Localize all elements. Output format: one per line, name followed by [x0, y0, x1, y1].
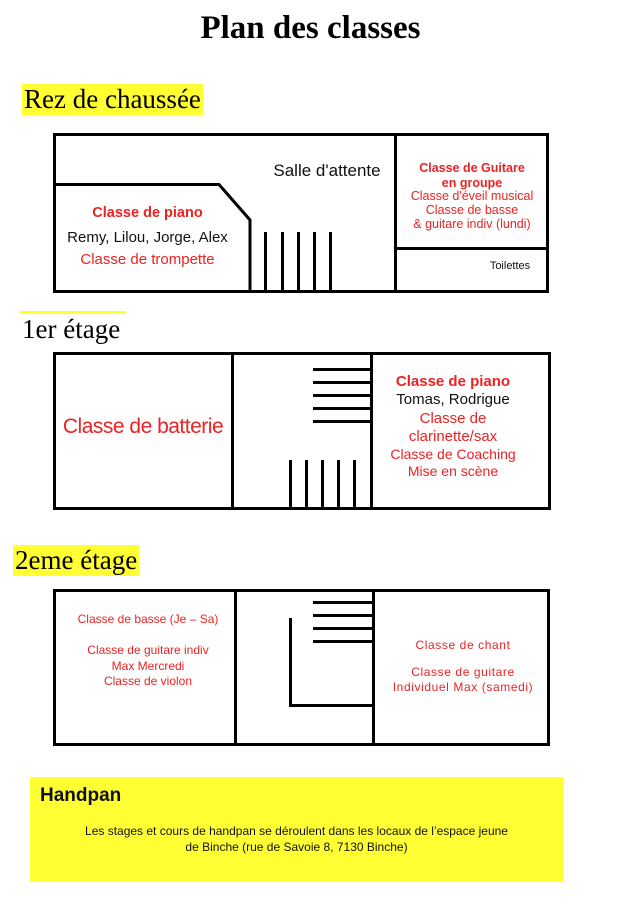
- page-title: Plan des classes: [200, 10, 421, 46]
- first-wall-right: [370, 352, 373, 510]
- second-stair-step: [313, 601, 373, 604]
- ground-right-line: en groupe: [441, 176, 503, 190]
- ground-wall-toilets: [394, 247, 549, 250]
- first-right-line: Classe de: [419, 410, 487, 427]
- first-stair-step: [321, 460, 324, 510]
- second-stair-step: [313, 640, 373, 643]
- ground-floor-plan: [53, 133, 549, 293]
- second-wall-right: [372, 589, 375, 746]
- ground-right-line: & guitare indiv (lundi): [413, 217, 531, 231]
- ground-right-line: Classe de basse: [425, 203, 519, 217]
- second-left-line: Classe de violon: [103, 674, 193, 688]
- handpan-text-line: Les stages et cours de handpan se déroul…: [85, 824, 508, 838]
- second-stair-step: [313, 614, 373, 617]
- first-wall-left: [231, 352, 234, 510]
- ground-stair-step: [313, 232, 316, 290]
- ground-wall-piano: [53, 183, 213, 186]
- handpan-title: Handpan: [40, 785, 122, 806]
- first-right-line: clarinette/sax: [408, 428, 498, 445]
- handpan-text-line: de Binche (rue de Savoie 8, 7130 Binche): [185, 840, 408, 854]
- first-stair-step: [289, 460, 292, 510]
- ground-wall-diagonal: [211, 183, 252, 292]
- first-right-line: Classe de Coaching: [390, 446, 516, 462]
- first-right-line: Classe de piano: [395, 373, 511, 390]
- handpan-panel: [30, 777, 563, 882]
- second-left-line: Classe de guitare indiv: [87, 643, 209, 657]
- first-floor-plan: [53, 352, 551, 510]
- first-stair-step: [313, 381, 371, 384]
- ground-wall-right: [394, 133, 397, 293]
- first-stair-step: [313, 368, 371, 371]
- floor-label-first: 1er étage: [22, 314, 121, 344]
- second-stair-rail: [289, 618, 292, 706]
- first-stair-step: [353, 460, 356, 510]
- second-right-line: Individuel Max (samedi): [392, 680, 534, 694]
- ground-stair-step: [329, 232, 332, 290]
- first-stair-step: [305, 460, 308, 510]
- waiting-room-label: Salle d'attente: [273, 161, 381, 180]
- first-right-line: Mise en scène: [407, 463, 499, 479]
- first-stair-step: [313, 407, 371, 410]
- second-right-line: Classe de chant: [415, 638, 511, 652]
- floor-label-ground: Rez de chaussée: [22, 84, 203, 115]
- ground-right-line: Classe d'éveil musical: [410, 189, 534, 203]
- second-stair-step: [313, 627, 373, 630]
- ground-left-line: Remy, Lilou, Jorge, Alex: [67, 229, 228, 246]
- first-stair-step: [313, 420, 371, 423]
- first-right-line: Tomas, Rodrigue: [396, 391, 510, 408]
- ground-stair-step: [297, 232, 300, 290]
- floor-label-second: 2eme étage: [13, 545, 140, 576]
- ground-stair-step: [281, 232, 284, 290]
- second-wall-left: [234, 589, 237, 746]
- first-stair-step: [313, 394, 371, 397]
- ground-right-line: Classe de Guitare: [419, 161, 525, 175]
- drum-room-label: Classe de batterie: [62, 415, 224, 438]
- second-floor-plan: [53, 589, 550, 746]
- ground-left-line: Classe de piano: [92, 205, 203, 221]
- second-stair-rail: [289, 704, 373, 707]
- toilets-label: Toilettes: [489, 260, 531, 272]
- second-right-line: Classe de guitare: [411, 665, 515, 679]
- ground-left-line: Classe de trompette: [80, 251, 215, 268]
- second-left-line: Max Mercredi: [111, 659, 185, 673]
- first-stair-step: [337, 460, 340, 510]
- highlight-bar: [20, 311, 126, 314]
- ground-stair-step: [264, 232, 267, 290]
- second-left-line: Classe de basse (Je – Sa): [77, 612, 219, 626]
